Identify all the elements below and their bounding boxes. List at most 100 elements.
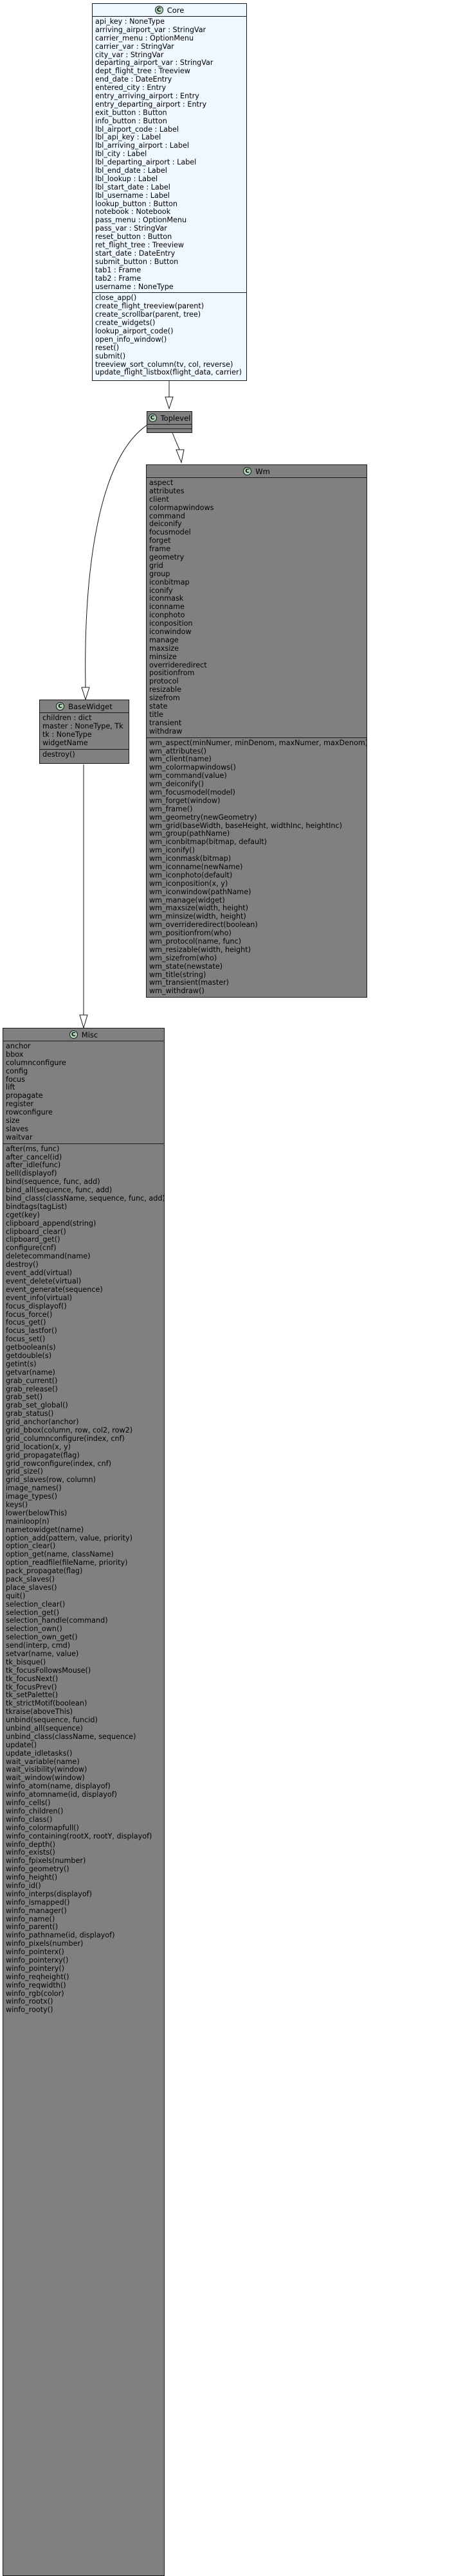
method-entry: winfo_depth(): [6, 1840, 56, 1849]
attribute-entry: lbl_arriving_airport : Label: [95, 141, 189, 150]
attribute-entry: grid: [149, 561, 163, 570]
attribute-entry: lbl_end_date : Label: [95, 166, 167, 175]
method-entry: wait_visibility(window): [6, 1765, 87, 1774]
attribute-entry: deiconify: [149, 520, 182, 529]
method-entry: create_flight_treeview(parent): [95, 302, 204, 311]
method-entry: after(ms, func): [6, 1144, 60, 1153]
method-entry: focus_get(): [6, 1318, 46, 1327]
method-entry: wm_maxsize(width, height): [149, 904, 249, 913]
attribute-entry: overrideredirect: [149, 660, 207, 669]
method-entry: wm_client(name): [149, 755, 212, 764]
class-header: C Wm: [147, 465, 367, 478]
method-entry: clipboard_get(): [6, 1235, 60, 1244]
method-entry: lower(belowThis): [6, 1508, 68, 1517]
method-entry: wm_positionfrom(who): [149, 929, 231, 938]
attribute-entry: username : NoneType: [95, 282, 174, 291]
edge-toplevel-basewidget: [85, 420, 155, 688]
method-entry: unbind_class(className, sequence): [6, 1732, 136, 1741]
method-entry: getdouble(s): [6, 1351, 52, 1360]
method-entry: wm_geometry(newGeometry): [149, 813, 257, 822]
method-entry: wm_attributes(): [149, 746, 206, 755]
method-entry: bindtags(tagList): [6, 1202, 68, 1211]
method-entry: winfo_exists(): [6, 1848, 55, 1857]
method-entry: close_app(): [95, 294, 137, 303]
method-entry: grab_set_global(): [6, 1401, 68, 1410]
attribute-entry: title: [149, 710, 163, 719]
method-entry: selection_get(): [6, 1608, 59, 1617]
attribute-entry: config: [6, 1066, 28, 1075]
class-stereotype-icon: C: [148, 414, 157, 422]
method-entry: grab_release(): [6, 1384, 58, 1393]
attribute-entry: iconwindow: [149, 628, 192, 637]
attribute-entry: start_date : DateEntry: [95, 249, 176, 258]
method-entry: wm_iconbitmap(bitmap, default): [149, 838, 267, 847]
methods-section: wm_aspect(minNumer, minDenom, maxNumer, …: [147, 738, 367, 997]
method-entry: send(interp, cmd): [6, 1641, 71, 1650]
method-entry: open_info_window(): [95, 335, 167, 344]
method-entry: wm_iconphoto(default): [149, 870, 233, 879]
attribute-entry: group: [149, 569, 170, 578]
method-entry: winfo_id(): [6, 1881, 41, 1890]
method-entry: grid_columnconfigure(index, cnf): [6, 1434, 125, 1443]
method-entry: after_idle(func): [6, 1161, 61, 1170]
method-entry: pack_slaves(): [6, 1575, 55, 1584]
method-entry: clipboard_clear(): [6, 1227, 66, 1236]
method-entry: wm_transient(master): [149, 978, 230, 987]
attribute-entry: minsize: [149, 652, 177, 661]
attribute-entry: iconify: [149, 586, 173, 595]
method-entry: setvar(name, value): [6, 1650, 79, 1659]
class-header: C Misc: [3, 1028, 164, 1041]
method-entry: wm_protocol(name, func): [149, 937, 242, 946]
method-entry: grab_current(): [6, 1376, 58, 1385]
method-entry: image_types(): [6, 1492, 57, 1501]
method-entry: update_idletasks(): [6, 1749, 73, 1758]
method-entry: option_get(name, className): [6, 1550, 114, 1559]
class-header: C BaseWidget: [40, 700, 129, 713]
class-stereotype-icon: C: [56, 702, 65, 710]
attribute-entry: colormapwindows: [149, 503, 214, 512]
method-entry: grid_rowconfigure(index, cnf): [6, 1459, 112, 1468]
methods-section: destroy(): [40, 750, 129, 761]
attribute-entry: positionfrom: [149, 669, 195, 678]
method-entry: mainloop(n): [6, 1517, 50, 1526]
method-entry: wm_overrideredirect(boolean): [149, 921, 258, 930]
attribute-entry: city_var : StringVar: [95, 50, 164, 59]
method-entry: getvar(name): [6, 1368, 55, 1377]
method-entry: winfo_atom(name, displayof): [6, 1782, 111, 1791]
method-entry: grid_size(): [6, 1467, 43, 1476]
method-entry: winfo_parent(): [6, 1923, 59, 1932]
attribute-entry: iconposition: [149, 619, 193, 628]
method-entry: focus_set(): [6, 1335, 46, 1344]
method-entry: wm_aspect(minNumer, minDenom, maxNumer, …: [149, 738, 367, 747]
class-header: C Core: [93, 4, 246, 17]
method-entry: winfo_colormapfull(): [6, 1823, 79, 1832]
class-name: Misc: [81, 1030, 98, 1039]
attribute-entry: lbl_lookup : Label: [95, 174, 158, 183]
attribute-entry: iconphoto: [149, 611, 185, 620]
method-entry: grid_propagate(flag): [6, 1451, 80, 1460]
edge-core-toplevel-arrowhead: [165, 396, 174, 410]
class-stereotype-icon: C: [69, 1030, 78, 1039]
method-entry: winfo_name(): [6, 1914, 55, 1923]
attribute-entry: waitvar: [6, 1133, 33, 1142]
class-toplevel: C Toplevel: [147, 411, 192, 433]
attribute-entry: withdraw: [149, 727, 183, 736]
edge-toplevel-wm-arrowhead: [176, 449, 185, 464]
attribute-entry: command: [149, 511, 185, 520]
attribute-entry: widgetName: [42, 738, 88, 747]
method-entry: destroy(): [6, 1260, 39, 1269]
attribute-entry: sizefrom: [149, 694, 180, 703]
method-entry: winfo_manager(): [6, 1906, 67, 1915]
method-entry: wm_deiconify(): [149, 780, 204, 789]
method-entry: winfo_reqwidth(): [6, 1981, 66, 1989]
attribute-entry: pass_var : StringVar: [95, 224, 167, 233]
method-entry: winfo_atomname(id, displayof): [6, 1790, 117, 1799]
attribute-entry: size: [6, 1116, 20, 1125]
method-entry: after_cancel(id): [6, 1152, 62, 1161]
method-entry: tk_focusPrev(): [6, 1682, 57, 1691]
